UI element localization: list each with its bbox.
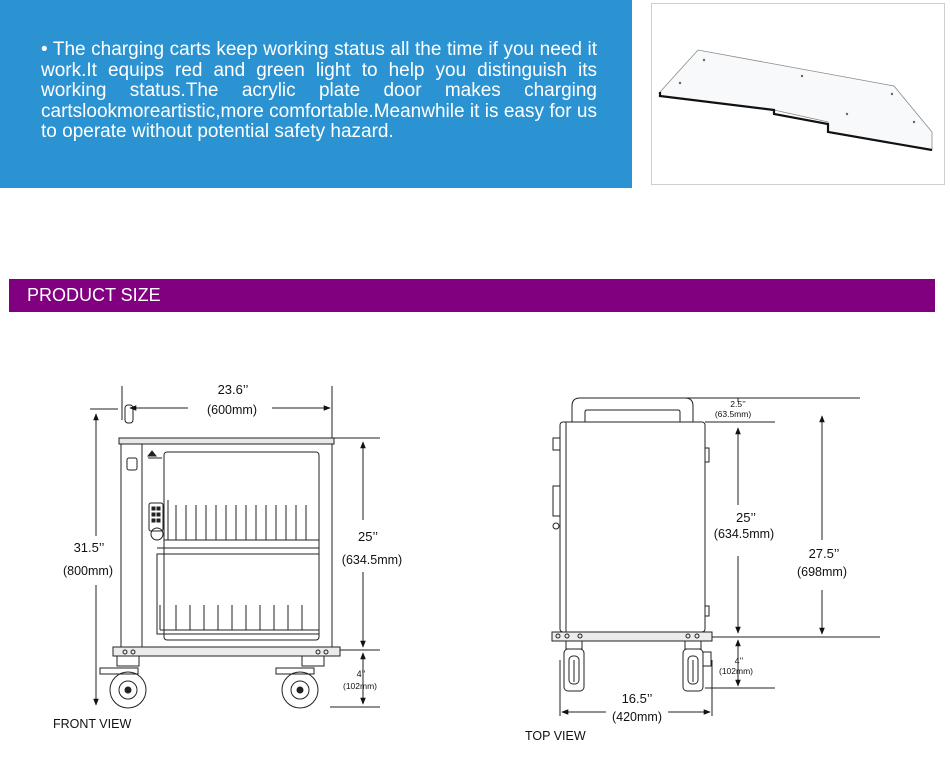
front-body-inches: 25’’ (358, 529, 378, 544)
front-view-label: FRONT VIEW (53, 717, 132, 731)
front-height-mm: (800mm) (63, 564, 113, 578)
top-total-mm: (698mm) (797, 565, 847, 579)
front-view-drawing (90, 386, 380, 709)
top-handle-mm: (63.5mm) (715, 409, 752, 419)
top-view-label: TOP VIEW (525, 729, 586, 743)
description-body: The charging carts keep working status a… (41, 39, 597, 142)
section-title: PRODUCT SIZE (27, 285, 161, 305)
front-wheel-mm: (102mm) (343, 681, 377, 691)
front-width-inches: 23.6’’ (218, 382, 249, 397)
top-total-inches: 27.5’’ (809, 546, 840, 561)
description-panel: • The charging carts keep working status… (0, 0, 632, 188)
bullet: • (41, 39, 48, 60)
front-wheel-inches: 4’’ (357, 669, 366, 679)
description-text: • The charging carts keep working status… (41, 39, 597, 143)
section-header: PRODUCT SIZE (9, 279, 935, 312)
top-depth-inches: 16.5’’ (622, 691, 653, 706)
front-width-mm: (600mm) (207, 403, 257, 417)
front-body-mm: (634.5mm) (342, 553, 402, 567)
front-height-inches: 31.5’’ (74, 540, 105, 555)
top-wheel-mm: (102mm) (719, 666, 753, 676)
acrylic-plate-drawing (658, 49, 933, 152)
top-depth-mm: (420mm) (612, 710, 662, 724)
top-body-inches: 25’’ (736, 510, 756, 525)
top-handle-inches: 2.5’’ (730, 399, 746, 409)
acrylic-plate-image (651, 3, 945, 185)
top-view-drawing (551, 397, 880, 716)
top-body-mm: (634.5mm) (714, 527, 774, 541)
top-wheel-inches: 4’’ (735, 656, 744, 666)
